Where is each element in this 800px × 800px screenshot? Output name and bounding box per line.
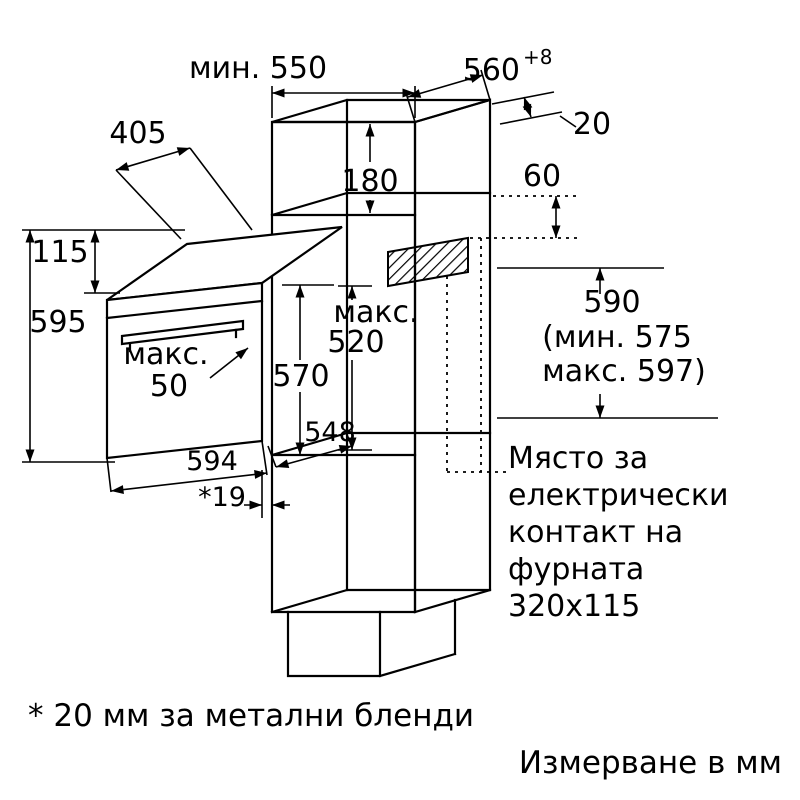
dim-548: 548 (304, 417, 356, 448)
units-note: Измерване в мм (519, 745, 782, 781)
dim-50: 50 (150, 369, 188, 404)
oven-handle (120, 319, 245, 346)
cabinet-outline (270, 91, 577, 678)
dim-560-tolerance: +8 (523, 45, 552, 69)
oven-outline (105, 225, 343, 460)
dim-180: 180 (341, 164, 398, 199)
dimension-lines (22, 69, 718, 518)
socket-note-line-1: Място за (508, 441, 648, 476)
hidden-reference-lines (446, 195, 580, 473)
socket-note-line-3: контакт на (508, 515, 683, 550)
socket-note-line-4: фурната (508, 552, 644, 587)
socket-note-size: 320x115 (508, 589, 640, 624)
dim-560: 560 (463, 53, 520, 88)
dim-595: 595 (29, 305, 86, 340)
footnote-metal-trims: * 20 мм за метални бленди (28, 698, 474, 734)
dim-405: 405 (109, 116, 166, 151)
electrical-contact-area (387, 236, 469, 288)
dim-max-50-word: макс. (123, 337, 208, 372)
socket-note-line-2: електрически (508, 478, 729, 513)
dim-max-520-word: макс. (333, 295, 418, 330)
dim-590-min: (мин. 575 (542, 320, 692, 355)
dim-594: 594 (186, 446, 238, 477)
dim-590: 590 (583, 285, 640, 320)
dim-590-max: макс. 597) (542, 354, 706, 389)
dim-19: *19 (198, 482, 246, 513)
dimension-labels: мин. 550 560 +8 20 405 180 60 115 595 ма… (29, 45, 705, 513)
dim-520: 520 (327, 325, 384, 360)
dim-60: 60 (523, 159, 561, 194)
dim-570: 570 (272, 359, 329, 394)
dim-min-550: мин. 550 (189, 51, 327, 86)
dim-115: 115 (31, 235, 88, 270)
dim-20: 20 (573, 107, 611, 142)
socket-note: Място за електрически контакт на фурната… (508, 441, 729, 624)
